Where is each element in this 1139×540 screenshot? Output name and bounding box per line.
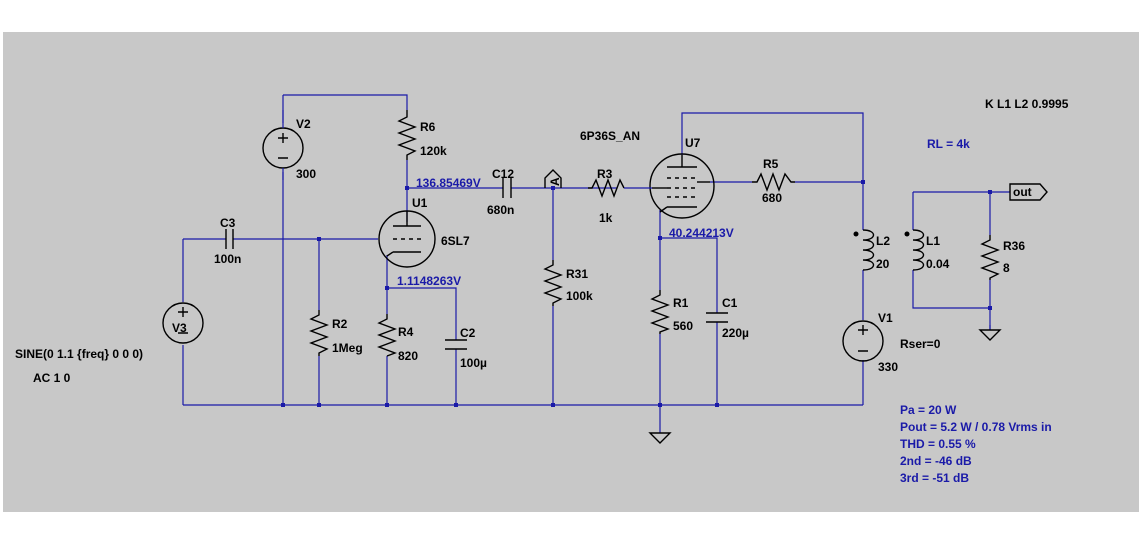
r6-value: 120k	[420, 144, 447, 158]
u7-pentode-symbol[interactable]	[649, 153, 715, 219]
l1-inductor-symbol[interactable]	[904, 229, 925, 271]
result-line: Pout = 5.2 W / 0.78 Vrms in	[900, 420, 1052, 434]
l1-value: 0.04	[926, 257, 950, 271]
c3-capacitor-symbol[interactable]	[225, 229, 234, 249]
r36-name: R36	[1003, 239, 1025, 253]
r2-resistor-symbol[interactable]	[309, 310, 329, 356]
c12-capacitor-symbol[interactable]	[502, 178, 512, 198]
u1-plate-voltage: 136.85469V	[416, 176, 481, 190]
c2-capacitor-symbol[interactable]	[445, 339, 467, 350]
u7-name: U7	[685, 136, 701, 150]
l2-name: L2	[876, 234, 890, 248]
r3-name: R3	[597, 167, 613, 181]
c1-name: C1	[722, 296, 738, 310]
c12-name: C12	[492, 167, 514, 181]
u1-name: U1	[412, 196, 428, 210]
c2-value: 100µ	[460, 356, 487, 370]
v1-value: 330	[878, 360, 898, 374]
ground-icon	[978, 329, 1002, 341]
r6-resistor-symbol[interactable]	[397, 110, 417, 160]
result-line: 3rd = -51 dB	[900, 471, 969, 485]
v1-name: V1	[878, 311, 893, 325]
coupling-directive: K L1 L2 0.9995	[985, 97, 1069, 111]
l2-value: 20	[876, 257, 890, 271]
r5-name: R5	[763, 157, 779, 171]
u1-triode-symbol[interactable]	[378, 210, 436, 268]
c1-value: 220µ	[722, 326, 749, 340]
r4-resistor-symbol[interactable]	[377, 314, 397, 357]
schematic-background	[3, 32, 1139, 512]
c12-value: 680n	[487, 203, 514, 217]
result-line: THD = 0.55 %	[900, 437, 976, 451]
l1-name: L1	[926, 234, 940, 248]
results-block: Pa = 20 W Pout = 5.2 W / 0.78 Vrms in TH…	[900, 403, 1052, 485]
v3-name: V3	[172, 321, 187, 335]
load-directive: RL = 4k	[927, 137, 970, 151]
l2-inductor-symbol[interactable]	[853, 229, 875, 271]
probe-a-symbol[interactable]	[544, 169, 562, 188]
out-net-label[interactable]	[1009, 183, 1048, 201]
result-line: Pa = 20 W	[900, 403, 957, 417]
out-label-text: out	[1013, 185, 1032, 199]
probe-a-label: A	[548, 177, 562, 186]
c3-value: 100n	[214, 252, 241, 266]
ground-icon	[648, 432, 672, 444]
v2-name: V2	[296, 117, 311, 131]
r4-name: R4	[398, 325, 414, 339]
r2-name: R2	[332, 317, 348, 331]
v3-source-line1: SINE(0 1.1 {freq} 0 0 0)	[15, 347, 143, 361]
r1-name: R1	[673, 296, 689, 310]
v3-source-line2: AC 1 0	[33, 371, 71, 385]
r3-value: 1k	[599, 211, 613, 225]
u7-model: 6P36S_AN	[580, 129, 640, 143]
v1-rser: Rser=0	[900, 337, 941, 351]
result-line: 2nd = -46 dB	[900, 454, 972, 468]
c1-capacitor-symbol[interactable]	[706, 312, 728, 323]
v2-source-symbol[interactable]	[262, 110, 304, 180]
v1-source-symbol[interactable]	[842, 320, 884, 362]
v2-value: 300	[296, 167, 316, 181]
c3-name: C3	[220, 216, 236, 230]
junction-dots	[281, 180, 992, 407]
r5-resistor-symbol[interactable]	[752, 172, 795, 192]
v3-source-symbol[interactable]	[162, 302, 204, 344]
r31-name: R31	[566, 267, 588, 281]
r3-resistor-symbol[interactable]	[588, 178, 625, 198]
wire-network	[182, 94, 1010, 433]
r31-value: 100k	[566, 289, 593, 303]
r5-value: 680	[762, 191, 782, 205]
u1-cathode-voltage: 1.1148263V	[397, 274, 461, 288]
r36-value: 8	[1003, 261, 1010, 275]
u7-cathode-voltage: 40.244213V	[669, 226, 734, 240]
r4-value: 820	[398, 349, 418, 363]
r6-name: R6	[420, 120, 436, 134]
r31-resistor-symbol[interactable]	[543, 260, 563, 306]
u1-model: 6SL7	[441, 234, 470, 248]
r1-value: 560	[673, 319, 693, 333]
r1-resistor-symbol[interactable]	[650, 290, 670, 334]
c2-name: C2	[460, 326, 476, 340]
r2-value: 1Meg	[332, 341, 363, 355]
r36-resistor-symbol[interactable]	[980, 235, 1000, 280]
